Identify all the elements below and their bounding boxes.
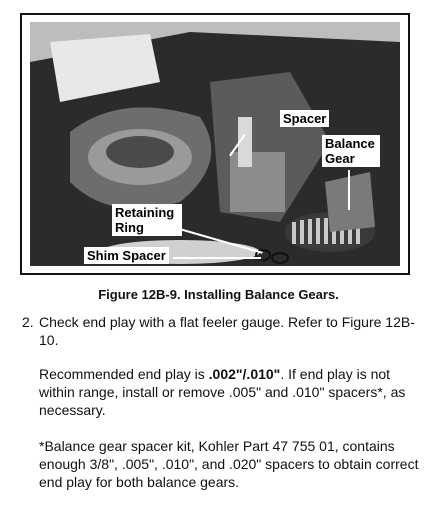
shim-spacer-label: Shim Spacer: [84, 247, 169, 264]
spacer-kit-footnote: *Balance gear spacer kit, Kohler Part 47…: [39, 438, 419, 490]
shim-spacer-leader: [173, 257, 261, 259]
figure-frame: Spacer Balance Gear Retaining Ring Shim …: [20, 13, 410, 275]
retaining-ring-label-line2: Ring: [115, 220, 144, 235]
end-play-value: .002"/.010": [208, 366, 281, 382]
retaining-ring-label: Retaining Ring: [112, 204, 182, 236]
step-text: Check end play with a flat feeler gauge.…: [39, 314, 415, 348]
balance-gear-photo: Spacer Balance Gear Retaining Ring Shim …: [30, 22, 400, 266]
balance-gear-label: Balance Gear: [322, 135, 380, 167]
balance-gear-label-line2: Gear: [325, 151, 355, 166]
spacer-label: Spacer: [280, 110, 330, 127]
balance-gear-label-line1: Balance: [325, 136, 375, 151]
balance-gear-leader: [348, 170, 350, 210]
figure-caption: Figure 12B-9. Installing Balance Gears.: [98, 287, 339, 302]
recommended-suffix: . If end play is not within range, insta…: [39, 366, 406, 418]
step-number: 2.: [22, 314, 34, 330]
recommended-prefix: Recommended end play is: [39, 366, 209, 382]
recommended-end-play: Recommended end play is .002"/.010". If …: [39, 365, 424, 419]
retaining-ring-label-line1: Retaining: [115, 205, 175, 220]
